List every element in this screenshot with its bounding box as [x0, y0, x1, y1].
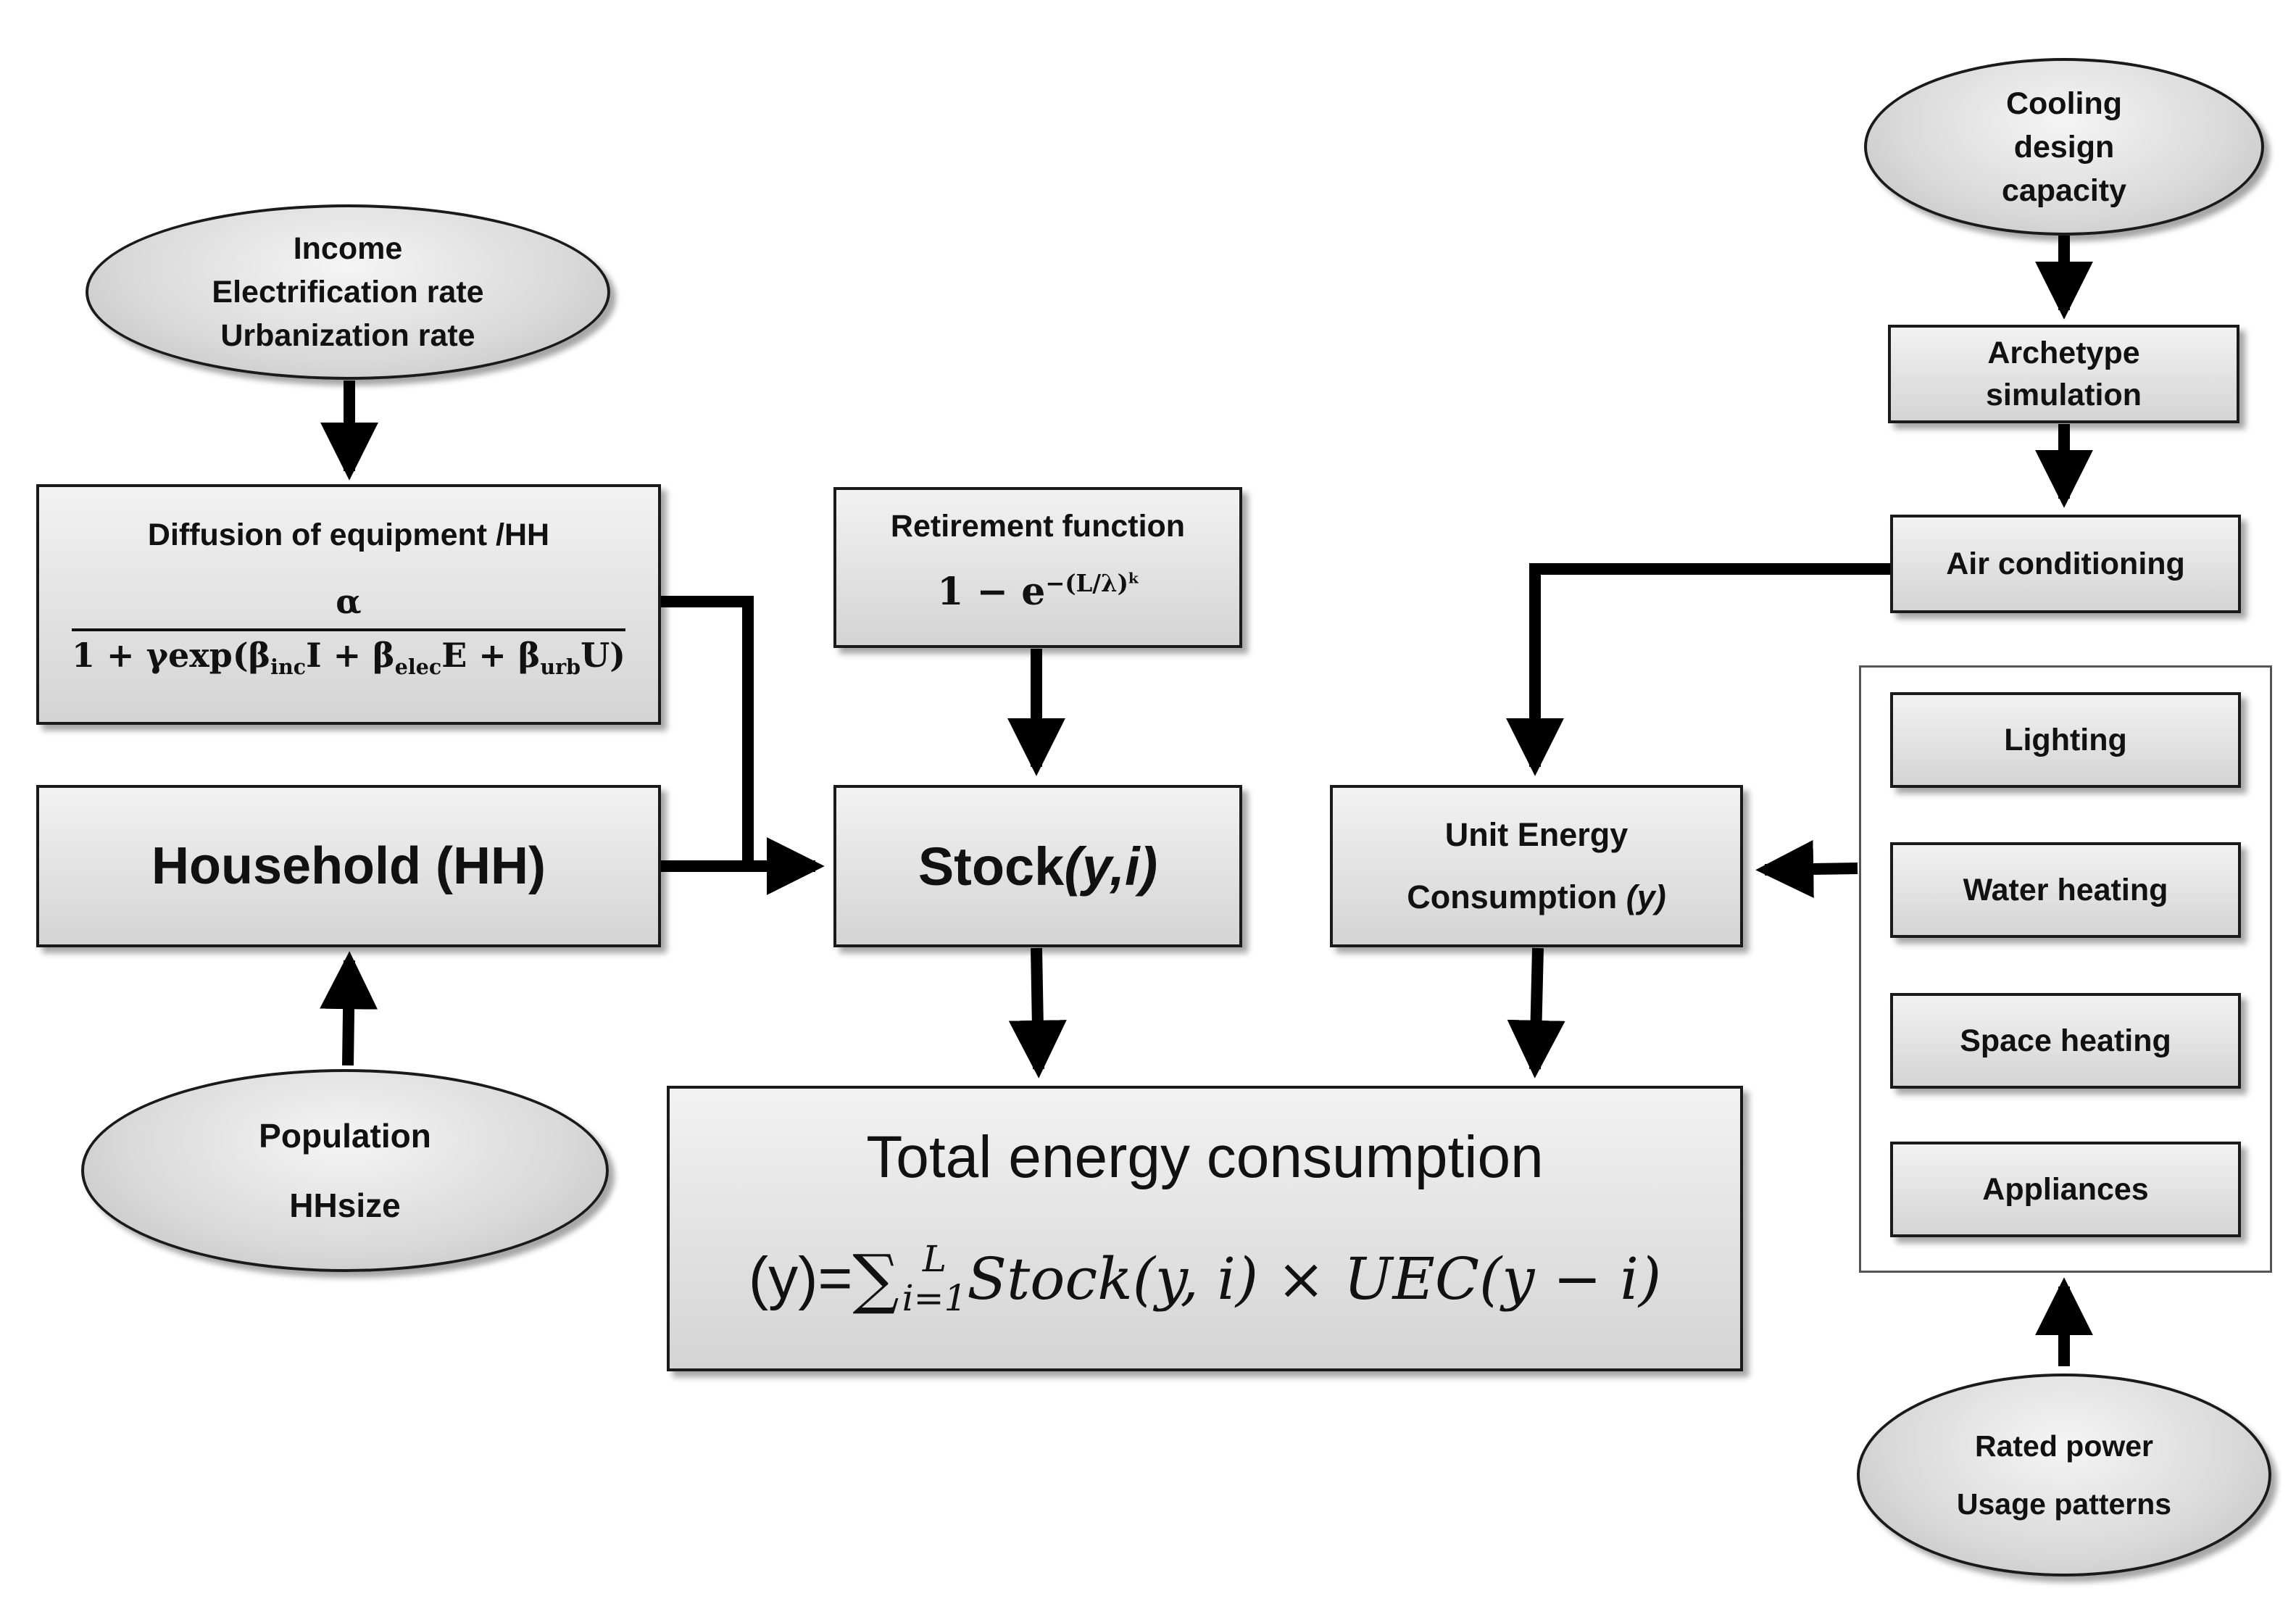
- household-label: Household (HH): [151, 837, 546, 895]
- arrow-enduses-to-uec: [1755, 839, 1858, 898]
- end-use-lighting-box: Lighting: [1890, 692, 2241, 788]
- electrification-rate-label: Electrification rate: [212, 275, 484, 309]
- summation: ∑ L i=1: [852, 1238, 968, 1319]
- air-conditioning-label: Air conditioning: [1946, 546, 2185, 581]
- population-label: Population: [259, 1117, 431, 1155]
- lighting-label: Lighting: [2004, 722, 2127, 757]
- rated-power-usage-patterns-oval: Rated power Usage patterns: [1857, 1374, 2271, 1576]
- air-conditioning-box: Air conditioning: [1890, 515, 2241, 613]
- arrow-stock-to-total: [1008, 947, 1067, 1079]
- total-energy-consumption-box: Total energy consumption (y)= ∑ L i=1 St…: [667, 1086, 1743, 1371]
- income-label: Income: [293, 231, 403, 266]
- urbanization-rate-label: Urbanization rate: [220, 318, 475, 353]
- end-use-appliances-box: Appliances: [1890, 1142, 2241, 1237]
- cooling-design-capacity-oval: Cooling design capacity: [1864, 58, 2264, 236]
- cooling-label: Cooling: [2005, 86, 2122, 121]
- design-label: design: [2013, 129, 2115, 165]
- uec-line1: Unit Energy: [1444, 816, 1629, 853]
- stock-box: Stock(y,i): [833, 785, 1242, 947]
- water-heating-label: Water heating: [1963, 872, 2168, 907]
- retirement-formula: 1 − e−(L/λ)k: [937, 569, 1139, 615]
- archetype-line1: Archetype: [1987, 336, 2140, 370]
- space-heating-label: Space heating: [1960, 1023, 2171, 1058]
- stock-label: Stock(y,i): [918, 836, 1158, 897]
- capacity-label: capacity: [2001, 173, 2127, 208]
- end-use-space-heating-box: Space heating: [1890, 993, 2241, 1089]
- archetype-line2: simulation: [1985, 378, 2142, 412]
- diffusion-formula: α 1 + γexp(βincI + βelecE + βurbU): [72, 582, 625, 679]
- appliances-label: Appliances: [1982, 1171, 2149, 1207]
- diffusion-equipment-box: Diffusion of equipment /HH α 1 + γexp(βi…: [36, 484, 661, 725]
- unit-energy-consumption-box: Unit Energy Consumption (y): [1330, 785, 1743, 947]
- population-hhsize-oval: Population HHsize: [81, 1069, 609, 1272]
- rated-power-label: Rated power: [1974, 1429, 2154, 1463]
- diffusion-title: Diffusion of equipment /HH: [147, 518, 550, 552]
- end-use-water-heating-box: Water heating: [1890, 842, 2241, 938]
- household-box: Household (HH): [36, 785, 661, 947]
- retirement-title: Retirement function: [890, 509, 1186, 544]
- total-formula: (y)= ∑ L i=1 Stock(y, i) × UEC(y − i): [748, 1238, 1662, 1319]
- fraction-bar: [72, 628, 625, 631]
- hhsize-label: HHsize: [289, 1187, 401, 1224]
- diffusion-numerator: α: [336, 582, 362, 621]
- total-title: Total energy consumption: [866, 1124, 1544, 1190]
- arrow-ac-to-uec: [1506, 563, 1890, 776]
- archetype-simulation-box: Archetype simulation: [1888, 325, 2239, 423]
- uec-line2: Consumption (y): [1407, 878, 1666, 915]
- total-term: Stock(y, i) × UEC(y − i): [967, 1244, 1662, 1313]
- usage-patterns-label: Usage patterns: [1956, 1487, 2172, 1521]
- arrow-diffusion-to-stock: [656, 596, 754, 863]
- retirement-function-box: Retirement function 1 − e−(L/λ)k: [833, 487, 1242, 648]
- arrow-uec-to-total: [1507, 947, 1565, 1079]
- income-electrification-urbanization-oval: Income Electrification rate Urbanization…: [86, 204, 610, 380]
- diffusion-denominator: 1 + γexp(βincI + βelecE + βurbU): [72, 636, 625, 680]
- arrow-population-to-household: [320, 951, 378, 1066]
